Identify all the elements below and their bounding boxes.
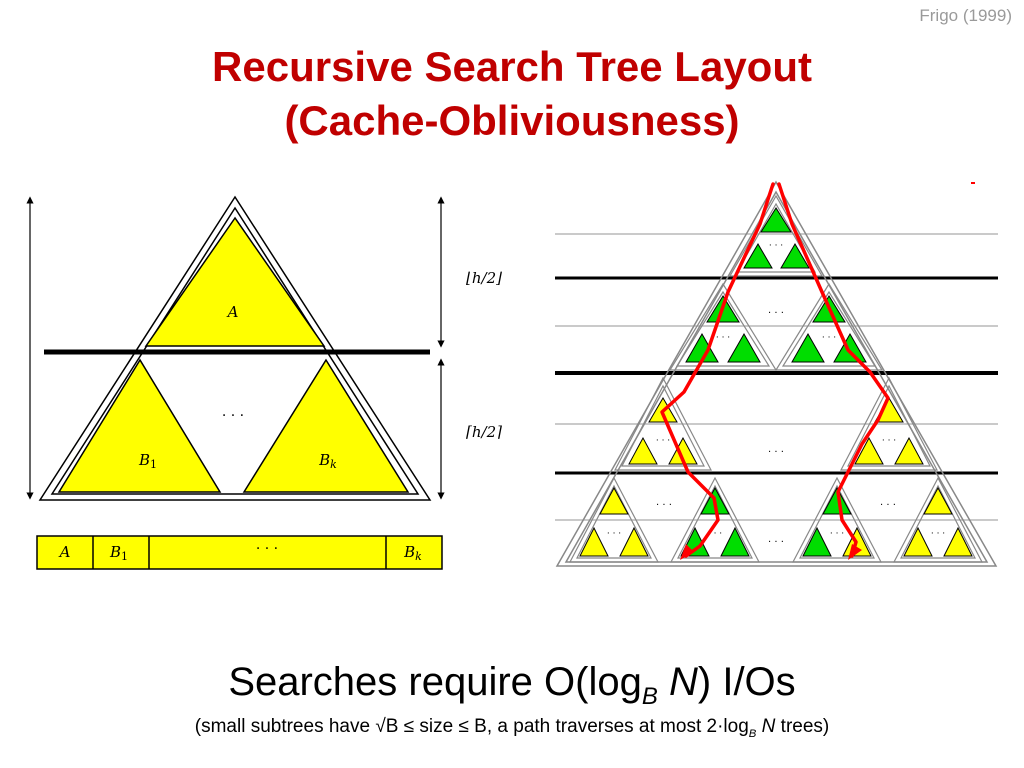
level2-right-subtree: · · · bbox=[774, 282, 884, 371]
level2-dots: · · · bbox=[768, 308, 784, 319]
subtree-b1-label: B1 bbox=[138, 451, 157, 471]
svg-text:· · ·: · · · bbox=[716, 333, 730, 343]
title-line-1: Recursive Search Tree Layout bbox=[212, 43, 812, 90]
title-line-2: (Cache-Obliviousness) bbox=[284, 97, 740, 144]
array-cell-a: A bbox=[58, 543, 71, 561]
upper-height-label: ⌊h/2⌋ bbox=[466, 269, 502, 287]
level2-left-subtree: · · · bbox=[668, 282, 778, 371]
level4-dots-left: · · · bbox=[656, 500, 672, 511]
svg-text:· · ·: · · · bbox=[882, 436, 896, 446]
subtree-a-label: A bbox=[226, 303, 239, 321]
array-cell-b1: B1 bbox=[109, 543, 128, 563]
level-lines-thick bbox=[555, 276, 998, 475]
svg-text:· · ·: · · · bbox=[607, 529, 621, 539]
level4-subtree-1: · · · bbox=[569, 476, 659, 563]
left-middle-dots: · · · bbox=[222, 408, 244, 424]
svg-text:· · ·: · · · bbox=[822, 333, 836, 343]
search-path-right bbox=[777, 182, 890, 558]
right-tree-diagram: · · · · · · · · · · · · · bbox=[555, 180, 998, 567]
subtree-bk-label: Bk bbox=[318, 451, 337, 471]
level4-dots-middle: · · · bbox=[768, 537, 784, 548]
level3-right-subtree: · · · bbox=[840, 376, 938, 471]
memory-array: A B1 · · · Bk bbox=[36, 535, 443, 570]
top-subtree: · · · bbox=[728, 194, 824, 277]
level4-dots-right: · · · bbox=[880, 500, 896, 511]
svg-text:· · ·: · · · bbox=[931, 529, 945, 539]
svg-text:· · ·: · · · bbox=[830, 529, 844, 539]
svg-text:· · ·: · · · bbox=[708, 529, 722, 539]
svg-text:· · ·: · · · bbox=[656, 436, 670, 446]
slide-title: Recursive Search Tree Layout (Cache-Obli… bbox=[0, 40, 1024, 148]
right-outer-triangle bbox=[555, 180, 998, 567]
subtree-b1 bbox=[57, 358, 222, 493]
level3-dots: · · · bbox=[768, 447, 784, 458]
search-path-left bbox=[660, 182, 775, 558]
right-outer-triangle-inner bbox=[564, 190, 989, 563]
svg-text:· · ·: · · · bbox=[769, 241, 783, 251]
citation: Frigo (1999) bbox=[919, 6, 1012, 25]
level-lines-thin bbox=[555, 233, 998, 521]
subtree-bk bbox=[242, 358, 410, 493]
array-cell-dots: · · · bbox=[256, 541, 278, 557]
caption-sub: (small subtrees have √B ≤ size ≤ B, a pa… bbox=[194, 716, 830, 740]
path-arrowhead-right bbox=[848, 544, 862, 560]
path-arrowhead-left bbox=[680, 544, 694, 560]
subtree-a bbox=[144, 216, 326, 347]
caption-main: Searches require O(logB N) I/Os bbox=[228, 660, 796, 710]
lower-height-label: ⌈h/2⌉ bbox=[466, 423, 502, 441]
left-tree-diagram: A B1 Bk · · · ⌊h/2⌋ ⌈h/2⌉ A B1 · · · Bk bbox=[26, 195, 502, 570]
search-paths bbox=[660, 182, 890, 558]
array-cell-bk: Bk bbox=[403, 543, 422, 563]
level4-subtree-4: · · · bbox=[893, 476, 983, 563]
